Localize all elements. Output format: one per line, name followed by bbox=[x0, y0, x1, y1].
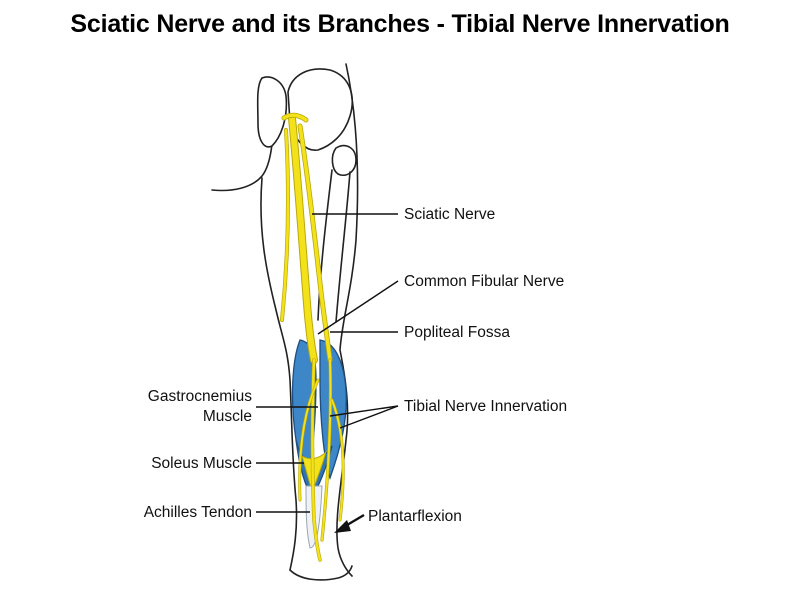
label-gastrocnemius-line2: Muscle bbox=[203, 408, 252, 425]
heel-outline bbox=[289, 565, 353, 581]
label-common-fibular-nerve: Common Fibular Nerve bbox=[404, 273, 564, 290]
sciatic-nerve-group bbox=[280, 112, 333, 364]
page-title: Sciatic Nerve and its Branches - Tibial … bbox=[70, 10, 730, 38]
leader-tibial-nerve-2 bbox=[339, 405, 399, 429]
label-soleus-muscle: Soleus Muscle bbox=[151, 455, 252, 472]
label-popliteal-fossa: Popliteal Fossa bbox=[404, 324, 510, 341]
plantarflexion-arrow bbox=[334, 513, 365, 533]
femur-shaft-inner bbox=[335, 171, 351, 323]
label-tibial-nerve-innervation: Tibial Nerve Innervation bbox=[404, 398, 567, 415]
label-plantarflexion: Plantarflexion bbox=[368, 508, 462, 525]
label-gastrocnemius-line1: Gastrocnemius bbox=[148, 388, 252, 405]
sacrum bbox=[256, 76, 288, 148]
femur-shaft bbox=[317, 169, 333, 321]
leg-outline-right bbox=[336, 63, 359, 577]
leader-tibial-nerve-1 bbox=[329, 405, 399, 417]
leader-common-fibular-nerve bbox=[317, 280, 399, 335]
label-sciatic-nerve: Sciatic Nerve bbox=[404, 206, 495, 223]
tibial-nerve-branches bbox=[298, 358, 345, 562]
femur-head bbox=[331, 144, 357, 176]
leg-outline-left bbox=[260, 177, 298, 571]
label-achilles-tendon: Achilles Tendon bbox=[144, 504, 252, 521]
